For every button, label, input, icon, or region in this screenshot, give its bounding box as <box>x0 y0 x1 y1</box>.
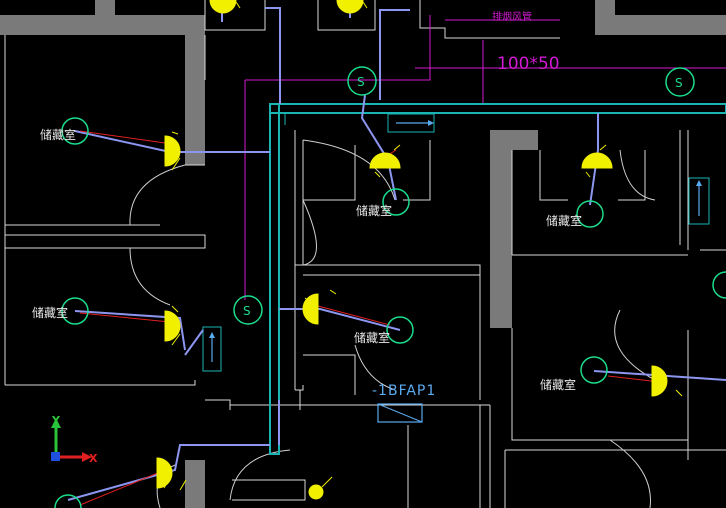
room-label-6: 储藏室 <box>540 377 576 392</box>
s-sensor-right <box>665 67 695 97</box>
smoke-duct <box>269 103 726 455</box>
lamp-left-3 <box>156 457 187 491</box>
lamp-bottom-small <box>308 484 324 500</box>
lamp-center-3 <box>302 289 337 325</box>
room-label-2: 储藏室 <box>32 305 68 320</box>
lamps <box>156 0 683 500</box>
airflow-arrow-up-left <box>202 326 222 372</box>
duct-name-label: 排烟风管 <box>492 10 532 23</box>
lamp-left-2 <box>164 305 181 346</box>
s-sensor-right-label: S <box>675 76 683 90</box>
plain-sensor-left-3 <box>54 494 82 508</box>
lamp-center-1 <box>369 144 401 178</box>
room-label-5: 储藏室 <box>354 330 390 345</box>
plain-sensor-left-2 <box>61 297 89 325</box>
axis-x-label: X <box>89 452 98 465</box>
lamp-right <box>651 365 683 397</box>
s-sensor-top-label: S <box>357 75 365 89</box>
plain-sensor-edge <box>712 271 726 299</box>
plain-sensor-right <box>580 356 608 384</box>
red-leader-lines <box>79 130 661 506</box>
s-sensor-top <box>347 66 377 96</box>
magenta-lines <box>244 15 726 300</box>
lamp-center-2 <box>581 144 613 178</box>
room-label-3: 储藏室 <box>356 203 392 218</box>
plain-sensor-center-3 <box>386 316 414 344</box>
panel-box <box>377 403 423 423</box>
plain-sensor-center-2 <box>576 200 604 228</box>
panel: -1BFAP1 <box>372 383 436 423</box>
s-sensor-left-label: S <box>243 304 251 318</box>
room-label-4: 储藏室 <box>546 213 582 228</box>
airflow-arrow-right <box>387 113 435 133</box>
ucs-axis-icon: Y X <box>51 414 98 465</box>
axis-y-label: Y <box>51 414 61 427</box>
lamp-top-center <box>336 0 368 14</box>
panel-label: -1BFAP1 <box>372 383 436 399</box>
plain-sensor-center-1 <box>382 188 410 216</box>
duct-size-label: 100*50 <box>497 54 560 74</box>
room-outlines <box>4 0 726 508</box>
plain-sensor-left-1 <box>61 117 89 145</box>
lamp-left-1 <box>164 131 181 171</box>
airflow-arrow-up-right <box>688 177 710 225</box>
room-label-1: 储藏室 <box>40 127 76 142</box>
sensors <box>54 66 726 508</box>
s-sensor-left <box>233 295 263 325</box>
lamp-top-left <box>209 0 241 14</box>
